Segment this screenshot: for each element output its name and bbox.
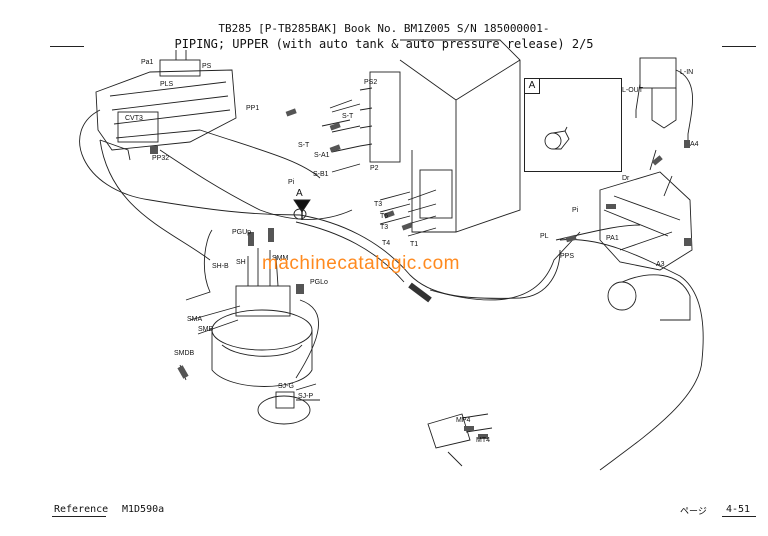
- filter-head: [639, 57, 677, 89]
- watermark: machinecatalogic.com: [262, 253, 460, 274]
- label-pp32: PP32: [152, 155, 169, 162]
- label-mp4: MP4: [456, 417, 471, 424]
- label-pi-right: Pi: [572, 207, 579, 214]
- label-ps: PS: [202, 63, 212, 70]
- footer-page-word: ページ: [680, 507, 707, 517]
- label-pps: PPS: [560, 253, 574, 260]
- header-rule-left: [50, 46, 84, 47]
- label-t1: T1: [410, 241, 418, 248]
- label-a3: A3: [656, 261, 665, 268]
- label-pl: PL: [540, 233, 549, 240]
- footer-page-number: 4-51: [726, 504, 751, 515]
- label-sma: SMA: [187, 316, 203, 323]
- label-t3-top: T3: [374, 201, 382, 208]
- footer-reference-label: Reference: [54, 504, 109, 515]
- hydraulic-tank: [400, 39, 521, 233]
- pilot-valve-body: [369, 71, 401, 163]
- label-smm: SMM: [272, 255, 289, 262]
- page-title: PIPING; UPPER (with auto tank & auto pre…: [174, 37, 594, 51]
- label-t6: T6: [380, 213, 388, 220]
- label-l-in: L-IN: [680, 69, 693, 76]
- label-pi: Pi: [288, 179, 295, 186]
- label-pgup: PGUp: [232, 229, 251, 236]
- pressure-release-valve: [599, 171, 693, 271]
- label-dr: Dr: [622, 175, 630, 182]
- detail-view-drawing: [544, 126, 570, 150]
- label-s-t-top: S-T: [342, 113, 354, 120]
- footer-rule-right: [722, 516, 756, 517]
- label-sj-g: SJ-G: [278, 383, 294, 390]
- label-s-b1: S-B1: [313, 171, 329, 178]
- label-p2: P2: [370, 165, 379, 172]
- detail-view-label: A: [525, 79, 540, 94]
- label-l-out: L-OUT: [622, 87, 644, 94]
- view-arrow-label: A: [296, 188, 303, 199]
- label-pls: PLS: [160, 81, 174, 88]
- control-valve-block: [95, 69, 237, 151]
- label-pa1: Pa1: [141, 59, 154, 66]
- swivel-joint: [257, 395, 311, 425]
- label-pa1-right: PA1: [606, 235, 619, 242]
- label-smb: SMB: [198, 326, 214, 333]
- label-t4: T4: [382, 240, 390, 247]
- label-sh-b: SH-B: [212, 263, 229, 270]
- label-ps2: PS2: [364, 79, 377, 86]
- label-cvt3: CVT3: [125, 115, 143, 122]
- hose-long-loop: [79, 109, 301, 216]
- label-s-t: S-T: [298, 142, 310, 149]
- detail-view-box: A: [524, 78, 622, 172]
- label-smdb: SMDB: [174, 350, 195, 357]
- footer-rule-left: [52, 516, 106, 517]
- label-t3: T3: [380, 224, 388, 231]
- header-rule-right: [722, 46, 756, 47]
- label-sh: SH: [236, 259, 246, 266]
- label-mt4: MT4: [476, 437, 490, 444]
- catalog-header-line: TB285 [P-TB285BAK] Book No. BM1Z005 S/N …: [218, 22, 550, 35]
- footer-reference-code: M1D590a: [122, 504, 165, 515]
- label-pglo: PGLo: [310, 279, 328, 286]
- label-pp1: PP1: [246, 105, 259, 112]
- label-a4: A4: [690, 141, 699, 148]
- label-sj-p: SJ-P: [298, 393, 314, 400]
- label-s-a1: S-A1: [314, 152, 330, 159]
